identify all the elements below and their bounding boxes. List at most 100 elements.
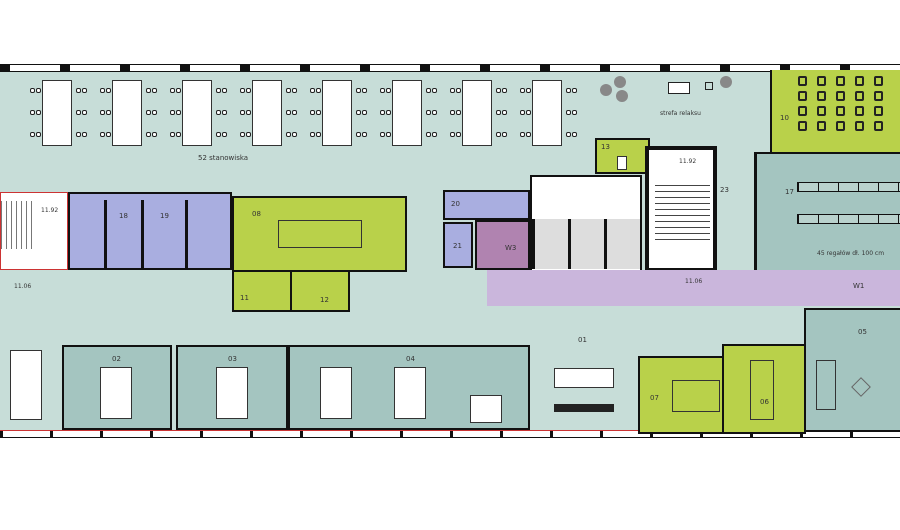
room-01[interactable]: 01: [530, 306, 725, 430]
room-number: 04: [406, 355, 415, 363]
chair: [240, 88, 245, 93]
room-02[interactable]: 02: [62, 345, 172, 430]
room-number: 10: [780, 114, 789, 122]
plant-icon: [720, 76, 732, 88]
room-05[interactable]: 05: [804, 308, 900, 432]
archive-note: 45 regałów dł. 100 cm: [817, 250, 885, 257]
chair: [286, 132, 291, 137]
chair: [502, 88, 507, 93]
room-number: 18: [119, 212, 128, 220]
chair: [246, 132, 251, 137]
room-03[interactable]: 03: [176, 345, 288, 430]
room-04[interactable]: 04: [288, 345, 530, 430]
room-number: 12: [320, 296, 329, 304]
room-20[interactable]: 20: [443, 190, 530, 220]
left-stair: 11.92: [0, 192, 68, 270]
chair: [100, 132, 105, 137]
room-number: W1: [853, 282, 865, 290]
chair: [386, 110, 391, 115]
chair: [176, 132, 181, 137]
plant-icon: [616, 90, 628, 102]
desk: [470, 395, 502, 423]
room-23[interactable]: 23: [717, 152, 757, 272]
room-21[interactable]: 21: [443, 222, 473, 268]
plant-icon: [614, 76, 626, 88]
chair: [152, 88, 157, 93]
chair: [152, 110, 157, 115]
seat: [798, 76, 807, 86]
chair: [526, 88, 531, 93]
chair: [426, 88, 431, 93]
chair: [572, 132, 577, 137]
chair: [30, 132, 35, 137]
side-table: [851, 377, 871, 397]
chair: [106, 110, 111, 115]
room-06[interactable]: 06: [722, 344, 806, 434]
chair: [496, 110, 501, 115]
desk-cluster: [182, 80, 212, 146]
room-17[interactable]: 17 45 regałów dł. 100 cm: [755, 152, 900, 272]
room-number: 17: [785, 188, 794, 196]
desk-cluster: [100, 367, 132, 419]
relax-furniture: [600, 76, 740, 106]
room-12[interactable]: 12: [290, 270, 350, 312]
south-wall: [0, 430, 900, 438]
chair: [432, 132, 437, 137]
desk-cluster: [252, 80, 282, 146]
chair: [216, 110, 221, 115]
chair: [386, 132, 391, 137]
chair: [82, 110, 87, 115]
chair: [566, 110, 571, 115]
chair: [450, 110, 455, 115]
chair: [502, 110, 507, 115]
room-08[interactable]: 08: [232, 196, 407, 272]
room-10[interactable]: 10: [770, 70, 900, 154]
chair: [450, 132, 455, 137]
chair: [100, 88, 105, 93]
seat: [817, 121, 826, 131]
seat: [874, 106, 883, 116]
seat: [836, 106, 845, 116]
room-13[interactable]: 13: [595, 138, 650, 174]
room-19[interactable]: 19: [148, 200, 188, 270]
chair: [362, 88, 367, 93]
room-number: 20: [451, 200, 460, 208]
chair: [520, 132, 525, 137]
chair: [526, 110, 531, 115]
chair: [292, 110, 297, 115]
chair: [520, 88, 525, 93]
toilet-stalls: [532, 219, 642, 269]
chair: [456, 110, 461, 115]
room-number: 23: [720, 186, 729, 194]
desk-cluster: [462, 80, 492, 146]
chair: [380, 110, 385, 115]
room-18[interactable]: 18: [104, 200, 144, 270]
elevation-label: 11.92: [41, 207, 59, 214]
room-number: 08: [252, 210, 261, 218]
room-07[interactable]: 07: [638, 356, 724, 434]
chair: [176, 88, 181, 93]
chair: [222, 132, 227, 137]
chair: [36, 132, 41, 137]
seat: [798, 121, 807, 131]
stool: [705, 82, 713, 90]
seat: [836, 91, 845, 101]
chair: [286, 88, 291, 93]
north-wall: [0, 64, 900, 72]
room-w3[interactable]: W3: [475, 220, 530, 270]
room-number: 19: [160, 212, 169, 220]
toilet-block: [530, 175, 642, 272]
counter: [554, 404, 614, 412]
seat: [817, 106, 826, 116]
meeting-table: [672, 380, 720, 412]
chair: [572, 110, 577, 115]
chair: [30, 88, 35, 93]
chair: [496, 132, 501, 137]
chair: [362, 110, 367, 115]
room-number: 21: [453, 242, 462, 250]
chair: [76, 110, 81, 115]
chair: [246, 110, 251, 115]
room-11[interactable]: 11: [232, 270, 292, 312]
elevation-label: 11.92: [679, 158, 697, 165]
chair: [426, 110, 431, 115]
